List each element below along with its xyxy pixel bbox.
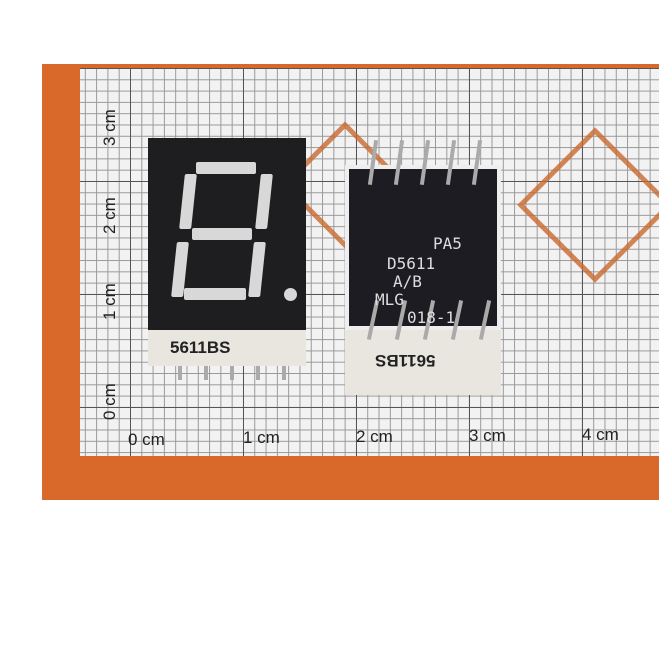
segment-d: [184, 288, 246, 300]
segment-b: [255, 174, 273, 229]
ruler-label-h0: 0 cm: [128, 430, 165, 449]
back-text-code: 018-1: [407, 308, 456, 327]
ruler-label-h1: 1 cm: [243, 428, 280, 447]
display-base: 5611BS: [345, 330, 501, 395]
seven-segment-display-front: 5611BS: [148, 138, 306, 380]
ruler-label-h4: 4 cm: [582, 425, 619, 444]
segment-a: [196, 162, 256, 174]
ruler-label-v3: 3 cm: [100, 109, 119, 146]
pin: [230, 366, 234, 380]
segment-g: [192, 228, 252, 240]
back-text-model: D5611: [387, 254, 436, 273]
ruler-label-v2: 2 cm: [100, 197, 119, 234]
part-label: 5611BS: [170, 338, 231, 357]
display-base: 5611BS: [148, 330, 306, 366]
segment-dp: [284, 288, 297, 301]
pin: [256, 366, 260, 380]
display-face: [148, 138, 306, 330]
part-label: 5611BS: [375, 351, 436, 370]
segment-f: [179, 174, 197, 229]
display-back: PA5 D5611 A/B MLG 018-1: [345, 165, 501, 330]
back-text-ab: A/B: [393, 272, 422, 291]
ruler-label-h2: 2 cm: [356, 427, 393, 446]
seven-segment-display-back: PA5 D5611 A/B MLG 018-1 5611BS: [345, 139, 501, 395]
back-text-pa5: PA5: [433, 234, 462, 253]
ruler-label-h3: 3 cm: [469, 426, 506, 445]
pin: [204, 366, 208, 380]
segment-c: [248, 242, 266, 297]
back-text-mlg: MLG: [375, 290, 404, 309]
pin: [178, 366, 182, 380]
ruler-label-v0: 0 cm: [100, 383, 119, 420]
ruler-label-v1: 1 cm: [100, 283, 119, 320]
pin: [282, 366, 286, 380]
